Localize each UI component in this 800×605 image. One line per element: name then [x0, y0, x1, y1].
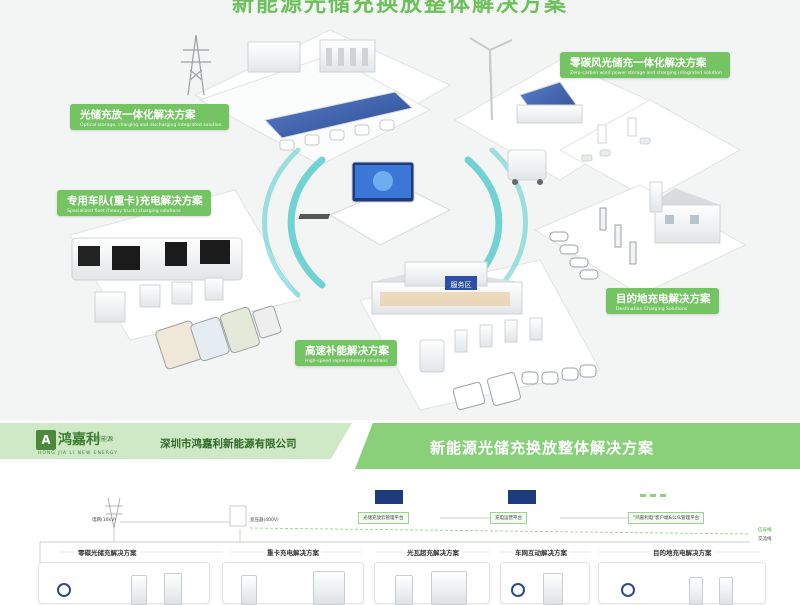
card-v2g — [500, 562, 590, 605]
meter-icon — [511, 583, 525, 597]
power-tower — [181, 34, 211, 96]
destination-cars — [549, 207, 637, 280]
meter-icon — [57, 583, 71, 597]
card-super-charge — [374, 562, 490, 605]
grid-label: 电网(10kV) — [92, 518, 116, 523]
solution-title: 零碳风光储充一体化解决方案 — [570, 57, 707, 69]
cabinet — [395, 575, 413, 605]
solution-tag-fleet-charging[interactable]: 专用车队(重卡)充电解决方案 Specialized fleet (heavy … — [57, 190, 211, 216]
logo-icon: A — [36, 430, 56, 450]
solution-title: 专用车队(重卡)充电解决方案 — [67, 195, 203, 207]
legend-signal: 信号线 — [758, 528, 772, 533]
card-destination — [598, 562, 766, 605]
solution-title: 高速补能解决方案 — [305, 345, 389, 357]
solution-tag-highway[interactable]: 高速补能解决方案 High-speed replenishment soluti… — [295, 340, 397, 366]
company-name: 深圳市鸿嘉利新能源有限公司 — [160, 438, 297, 450]
solution-subtitle: High-speed replenishment solutions — [305, 359, 388, 364]
solution-tag-storage-charging[interactable]: 光储充放一体化解决方案 Optical storage, charging an… — [70, 104, 230, 130]
transformer-label: 变压器(400V) — [250, 518, 279, 523]
top-illustration: 服务区 新能源光储充换放整体解决方案 光储充放一体化解决方案 Optical s… — [0, 0, 800, 420]
service-station — [371, 261, 523, 315]
solution-subtitle: Specialized fleet (heavy truck) charging… — [67, 209, 181, 214]
wind-turbine — [469, 37, 513, 121]
brand-name: 鸿嘉利 — [58, 432, 100, 448]
column-destination: 目的地充电解决方案 — [650, 547, 715, 557]
platform-operation[interactable]: 充电运营平台 — [490, 512, 527, 524]
system-diagram: 电网(10kV) 变压器(400V) 光储充放云管理平台 充电运营平台 "鸿嘉利… — [0, 470, 800, 605]
solution-title: 目的地充电解决方案 — [616, 293, 711, 305]
page-title: 新能源光储充换放整体解决方案 — [231, 0, 568, 17]
band-title: 新能源光储充换放整体解决方案 — [430, 439, 655, 457]
solar-roof-right — [516, 81, 583, 124]
cabinet — [241, 575, 257, 605]
energy-truck — [507, 149, 547, 185]
solution-subtitle: Destination Charging Solutions — [616, 307, 688, 312]
column-v2g: 车网互动解决方案 — [512, 547, 570, 557]
substation-building — [247, 39, 376, 73]
cabinet — [313, 571, 345, 605]
column-heavy-truck: 重卡充电解决方案 — [264, 547, 322, 557]
brand-tag: 新能源 — [95, 436, 114, 443]
card-heavy-truck — [222, 562, 364, 605]
chargers-top-right — [581, 117, 651, 162]
central-terminal — [298, 161, 452, 246]
solution-title: 光储充放一体化解决方案 — [80, 109, 196, 121]
scene-svg: 服务区 — [69, 29, 747, 411]
column-zero-carbon: 零碳光储充解决方案 — [75, 547, 140, 557]
cabinet — [131, 575, 147, 605]
house — [649, 181, 721, 244]
trucks — [155, 305, 282, 370]
card-zero-carbon — [38, 562, 210, 605]
platform-cloud[interactable]: 光储充放云管理平台 — [358, 512, 409, 524]
cabinet — [719, 577, 733, 605]
meter-icon — [621, 583, 635, 597]
brand-english: HONG JIA LI NEW ENERGY — [38, 451, 118, 456]
solution-subtitle: Optical storage, charging and dischargin… — [80, 123, 222, 128]
fleet-depot — [71, 237, 243, 323]
solution-subtitle: Zero-carbon wind power storage and charg… — [570, 71, 722, 76]
system-lines — [39, 490, 760, 580]
cabinet — [689, 577, 703, 605]
cabinet — [543, 573, 563, 605]
solution-tag-destination[interactable]: 目的地充电解决方案 Destination Charging Solutions — [606, 288, 719, 314]
solution-tag-zero-carbon[interactable]: 零碳风光储充一体化解决方案 Zero-carbon wind power sto… — [560, 52, 730, 78]
highway-vehicles — [452, 364, 597, 411]
platform-right — [533, 184, 747, 296]
solar-canopy — [264, 91, 414, 151]
column-super-charge: 光瓦超充解决方案 — [404, 547, 462, 557]
brand-band-left — [0, 423, 352, 459]
cabinet — [164, 573, 182, 605]
platform-client[interactable]: "鸿嘉利电"客户端&公众管理平台 — [628, 512, 705, 524]
brand-band-right — [355, 423, 800, 469]
highway-chargers — [419, 317, 543, 373]
station-sign: 服务区 — [451, 280, 472, 289]
legend-ac: 交流线 — [758, 537, 772, 542]
